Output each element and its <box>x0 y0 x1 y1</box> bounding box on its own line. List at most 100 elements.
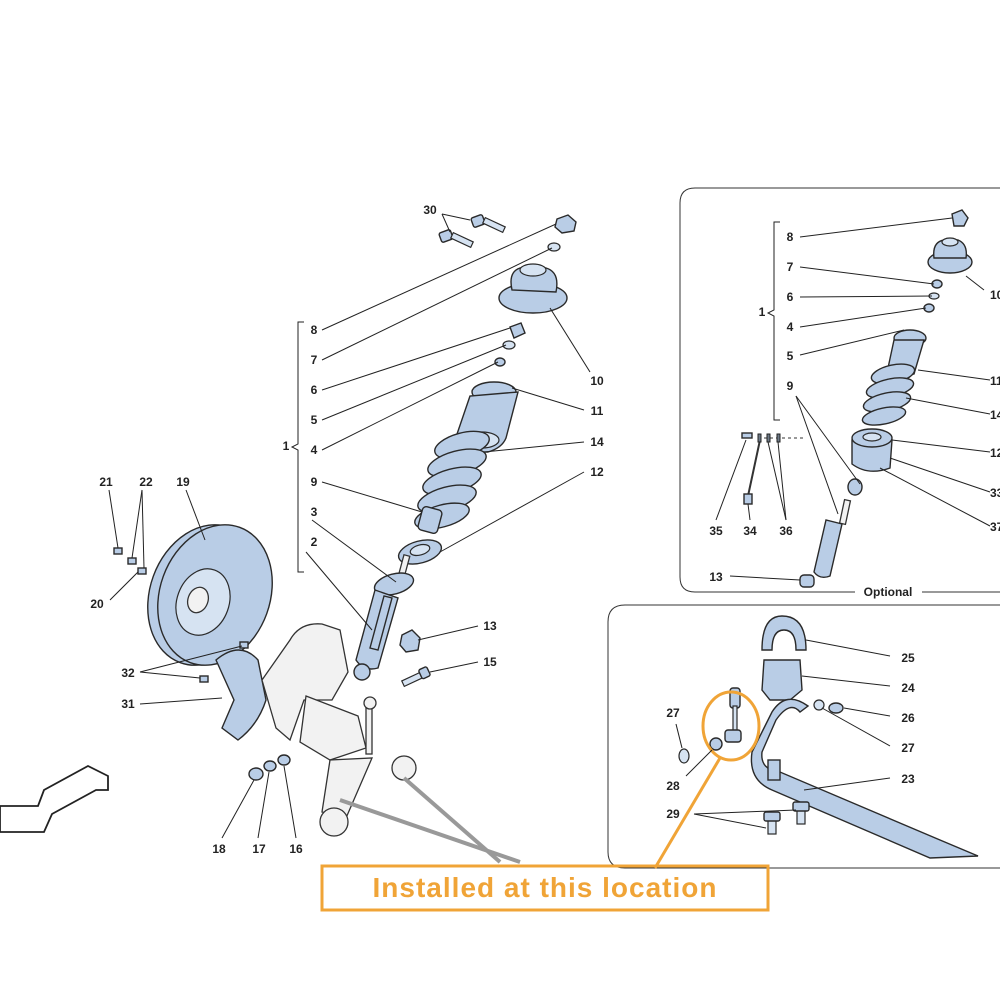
stab-callout-26: 26 <box>901 711 915 725</box>
install-location-leader <box>653 757 722 869</box>
top-nut <box>951 209 969 227</box>
bar-collar <box>767 759 781 781</box>
sensor-lead <box>747 439 761 497</box>
nut <box>263 760 277 772</box>
bushing <box>799 574 815 588</box>
optional-callout-11: 11 <box>990 374 1000 388</box>
optional-callout-35: 35 <box>709 524 723 538</box>
optional-callout-7: 7 <box>787 260 794 274</box>
washer <box>494 357 506 367</box>
install-location-highlight <box>701 690 761 762</box>
callout-numbers: 30 8 7 6 5 4 1 9 3 2 10 11 14 12 13 15 2… <box>90 203 1000 856</box>
callout-6: 6 <box>311 383 318 397</box>
damper <box>353 553 415 681</box>
stab-callout-27b: 27 <box>901 741 915 755</box>
bolt <box>792 801 810 825</box>
optional-strut-assembly <box>741 209 973 588</box>
lower-link <box>402 776 502 864</box>
bushing <box>399 629 421 653</box>
optional-callout-13: 13 <box>709 570 723 584</box>
bump-stop <box>417 506 443 534</box>
damper <box>813 498 852 579</box>
callout-4: 4 <box>311 443 318 457</box>
optional-label: Optional <box>864 585 913 599</box>
optional-callout-14: 14 <box>990 408 1000 422</box>
brake-disc <box>147 524 273 666</box>
callout-8: 8 <box>311 323 318 337</box>
callout-11: 11 <box>591 404 604 418</box>
optional-callout-34: 34 <box>743 524 757 538</box>
coil-spring <box>414 430 490 530</box>
main-strut-assembly <box>353 214 577 688</box>
optional-callout-10: 10 <box>990 288 1000 302</box>
top-mount <box>927 237 973 274</box>
screw <box>741 432 753 439</box>
bump-stop <box>847 478 863 496</box>
screw <box>239 641 249 649</box>
optional-panel-frame <box>679 187 1000 593</box>
callout-3: 3 <box>311 505 318 519</box>
mount-bolt <box>438 229 475 249</box>
callout-16: 16 <box>289 842 303 856</box>
lower-link <box>339 798 521 864</box>
optional-callout-8: 8 <box>787 230 794 244</box>
callout-30: 30 <box>423 203 437 217</box>
screw <box>199 675 209 683</box>
callout-5: 5 <box>311 413 318 427</box>
top-nut <box>554 214 577 234</box>
stab-callout-23: 23 <box>901 772 915 786</box>
stabilizer-bar <box>750 698 979 859</box>
optional-callout-5: 5 <box>787 349 794 363</box>
bolt <box>763 811 781 835</box>
stab-callout-29: 29 <box>666 807 680 821</box>
callout-7: 7 <box>311 353 318 367</box>
screw <box>127 557 137 565</box>
nut <box>277 754 291 766</box>
callout-2: 2 <box>311 535 318 549</box>
callout-17: 17 <box>252 842 266 856</box>
callout-12: 12 <box>590 465 604 479</box>
optional-callout-4: 4 <box>787 320 794 334</box>
optional-callout-33: 33 <box>990 486 1000 500</box>
stab-callout-25: 25 <box>901 651 915 665</box>
optional-callout-37: 37 <box>990 520 1000 534</box>
pin <box>757 433 762 443</box>
callout-14: 14 <box>590 435 604 449</box>
optional-callout-36: 36 <box>779 524 793 538</box>
bushing <box>761 659 803 701</box>
optional-callout-12: 12 <box>990 446 1000 460</box>
callout-13: 13 <box>483 619 497 633</box>
dust-shield <box>215 649 267 741</box>
stab-callout-28: 28 <box>666 779 680 793</box>
optional-callout-1: 1 <box>759 305 766 319</box>
optional-callout-9: 9 <box>787 379 794 393</box>
nut <box>248 767 264 781</box>
callout-18: 18 <box>212 842 226 856</box>
optional-callout-6: 6 <box>787 290 794 304</box>
install-note-box <box>320 864 770 912</box>
leader-lines <box>108 213 991 839</box>
callout-1: 1 <box>283 439 290 453</box>
callout-22: 22 <box>139 475 153 489</box>
steering-knuckle <box>261 623 417 837</box>
stabilizer-assembly <box>678 615 979 859</box>
pin <box>776 433 781 443</box>
coil-spring <box>861 363 916 426</box>
screw <box>137 567 147 575</box>
install-note: Installed at this location <box>373 872 718 903</box>
callout-15: 15 <box>483 655 497 669</box>
nut <box>828 702 844 714</box>
washer <box>813 699 825 711</box>
stab-callout-24: 24 <box>901 681 915 695</box>
washer <box>547 242 561 252</box>
callout-10: 10 <box>590 374 604 388</box>
callout-31: 31 <box>121 697 135 711</box>
pin <box>766 433 771 443</box>
callout-21: 21 <box>99 475 113 489</box>
top-mount <box>498 263 568 314</box>
bushing <box>509 322 526 339</box>
callout-32: 32 <box>121 666 135 680</box>
screw <box>113 547 123 555</box>
stab-callout-27a: 27 <box>666 706 680 720</box>
